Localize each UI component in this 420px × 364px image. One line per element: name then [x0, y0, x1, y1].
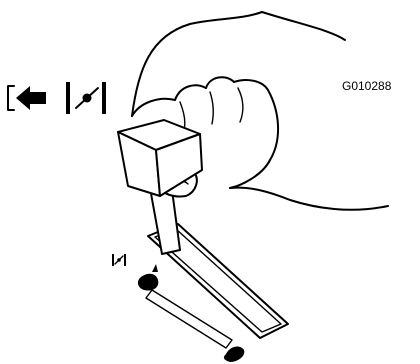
throttle-lever-shaft	[149, 187, 181, 255]
rabbit-fast-icon	[137, 264, 159, 291]
speed-range-triangle	[145, 289, 233, 349]
throttle-lever-icon	[66, 82, 106, 114]
figure-id-label: G010288	[342, 79, 392, 93]
turtle-slow-icon	[223, 346, 245, 362]
choke-arrow-icon	[7, 85, 46, 111]
throttle-knob	[117, 119, 203, 197]
throttle-lever-small-icon	[112, 254, 126, 266]
